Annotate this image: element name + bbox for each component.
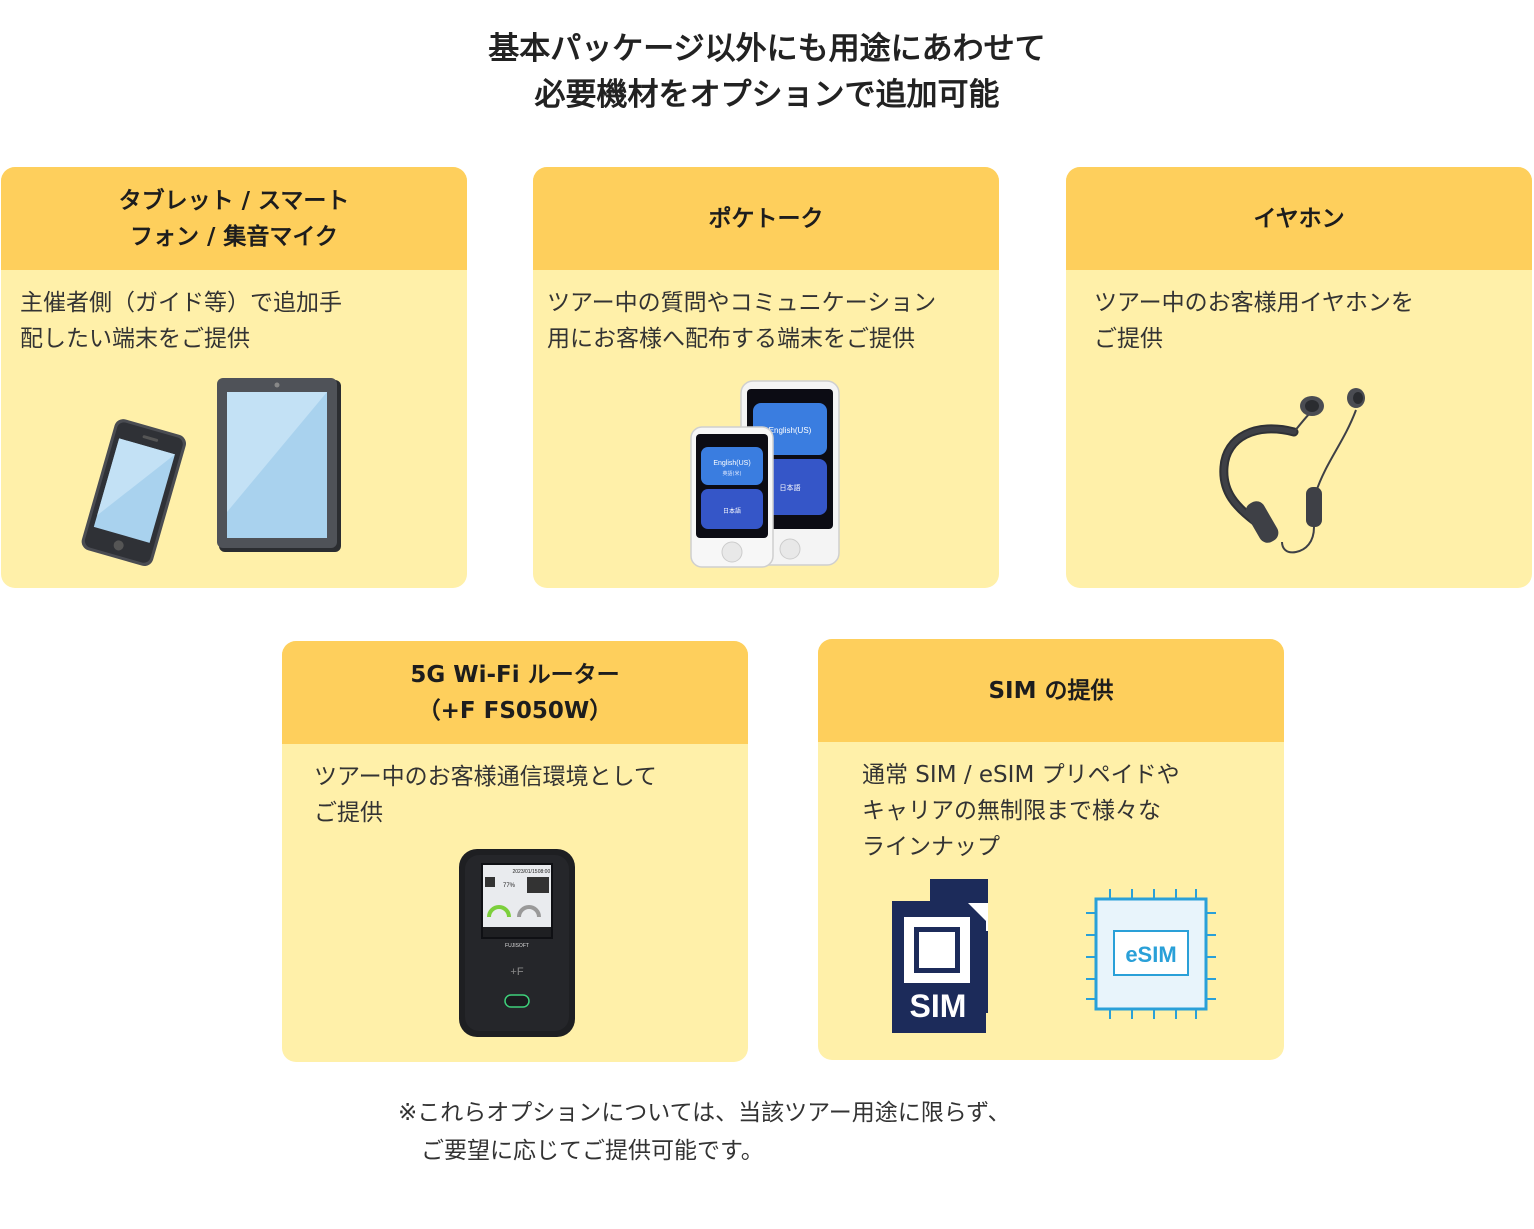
card-description: ツアー中のお客様用イヤホンを ご提供	[1094, 290, 1414, 352]
esim-label: eSIM	[1125, 942, 1176, 967]
earphone-icon	[1219, 388, 1365, 554]
card-earphones: イヤホン ツアー中のお客様用イヤホンを ご提供	[1066, 167, 1532, 588]
tablet-icon	[217, 378, 341, 552]
card-tablet: タブレット / スマート フォン / 集音マイク 主催者側（ガイド等）で追加手 …	[1, 167, 467, 588]
language-top-label: English(US)	[769, 426, 812, 435]
card-heading: イヤホン	[1066, 167, 1532, 270]
title-line-1: 基本パッケージ以外にも用途にあわせて	[488, 31, 1046, 67]
card-description: 主催者側（ガイド等）で追加手 配したい端末をご提供	[20, 290, 342, 352]
footnote: ※これらオプションについては、当該ツアー用途に限らず、 ご要望に応じてご提供可能…	[398, 1100, 1011, 1164]
title-line-2: 必要機材をオプションで追加可能	[534, 77, 1000, 113]
router-logo: +F	[510, 966, 523, 978]
esim-chip-icon: eSIM	[1086, 889, 1216, 1019]
translator-device-front: English(US) 英語(米) 日本語	[690, 426, 774, 568]
card-heading: 5G Wi-Fi ルーター （+F FS050W）	[282, 641, 748, 744]
language-bottom-label-front: 日本語	[723, 507, 741, 515]
pocketalk-illustration: English(US) 日本語 English(US) 英語(米) 日本語	[690, 380, 840, 568]
language-top-sublabel: 英語(米)	[723, 470, 742, 477]
card-pocketalk: ポケトーク ツアー中の質問やコミュニケーション 用にお客様へ配布する端末をご提供…	[533, 167, 999, 588]
card-wifi-router: 5G Wi-Fi ルーター （+F FS050W） ツアー中のお客様通信環境とし…	[282, 641, 748, 1062]
language-bottom-label: 日本語	[780, 483, 801, 492]
card-description: ツアー中のお客様通信環境として ご提供	[314, 764, 657, 826]
card-heading: SIM の提供	[818, 639, 1284, 742]
sim-card-icon: SIM	[892, 879, 988, 1033]
language-top-label-front: English(US)	[713, 460, 750, 467]
card-sim: SIM の提供 通常 SIM / eSIM プリペイドや キャリアの無制限まで様…	[818, 639, 1284, 1060]
smartphone-icon	[81, 419, 187, 566]
tablet-smartphone-illustration	[81, 378, 341, 566]
wifi-router-illustration: 2023/01/15 08:00 77% FUJISOFT +F	[459, 849, 575, 1037]
router-battery: 77%	[503, 883, 516, 889]
router-time: 08:00	[538, 869, 551, 875]
card-heading: ポケトーク	[533, 167, 999, 270]
card-heading: タブレット / スマート フォン / 集音マイク	[1, 167, 467, 270]
router-date: 2023/01/15	[512, 869, 537, 875]
sim-label: SIM	[910, 988, 967, 1024]
router-brand: FUJISOFT	[505, 943, 529, 949]
page-title: 基本パッケージ以外にも用途にあわせて 必要機材をオプションで追加可能	[0, 26, 1534, 118]
card-description: 通常 SIM / eSIM プリペイドや キャリアの無制限まで様々な ラインナッ…	[862, 762, 1180, 860]
card-description: ツアー中の質問やコミュニケーション 用にお客様へ配布する端末をご提供	[547, 290, 937, 352]
